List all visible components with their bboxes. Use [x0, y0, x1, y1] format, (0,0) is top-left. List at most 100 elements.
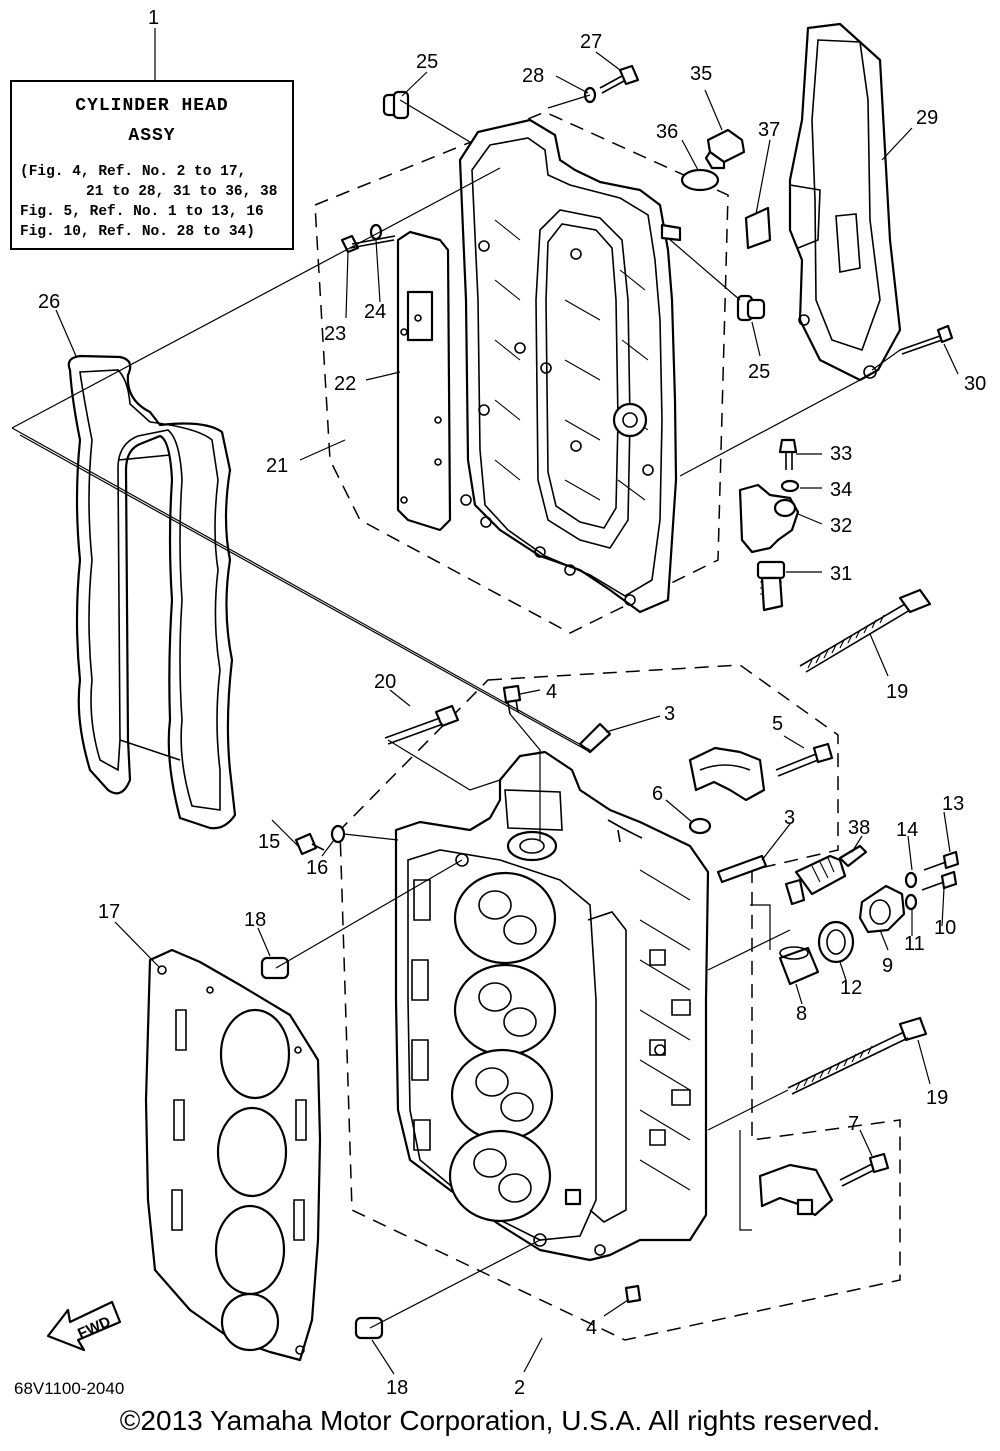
callout-30: 30 — [964, 373, 986, 395]
o-ring-11 — [904, 893, 918, 911]
assembly-ref-line: 21 to 28, 31 to 36, 38 — [86, 184, 278, 200]
bolt-33 — [778, 438, 798, 470]
sensor-38 — [784, 844, 868, 906]
grommet-25-top — [382, 90, 410, 120]
callout-12: 12 — [840, 977, 862, 999]
long-bolt-19-lower — [787, 1016, 928, 1095]
alignment-lines — [11, 94, 901, 1329]
assembly-ref-line: Fig. 5, Ref. No. 1 to 13, 16 — [20, 204, 264, 220]
callout-34: 34 — [830, 479, 852, 501]
thermostat-31 — [756, 560, 786, 612]
callout-35: 35 — [690, 63, 712, 85]
callout-3-right: 3 — [784, 807, 795, 829]
bearing-cap-lower — [758, 1163, 834, 1217]
callout-18-top: 18 — [244, 909, 266, 931]
dowel-18-bottom — [354, 1316, 384, 1340]
cover-plate-22 — [396, 230, 452, 532]
oil-filler-cap-35 — [704, 128, 746, 170]
seal-12 — [817, 920, 855, 964]
callout-22: 22 — [334, 373, 356, 395]
callout-13: 13 — [942, 793, 964, 815]
o-ring-36 — [680, 168, 720, 192]
bolt-23 — [340, 234, 396, 254]
thermostat-cover-32 — [738, 483, 800, 554]
bolt-7 — [839, 1152, 890, 1187]
sensor-housing-9 — [858, 884, 906, 934]
assembly-reference-box: CYLINDER HEAD ASSY (Fig. 4, Ref. No. 2 t… — [10, 80, 294, 250]
fwd-arrow-icon: FWD — [46, 1300, 122, 1352]
bolt-27 — [599, 64, 640, 94]
plug-4-bottom — [624, 1284, 642, 1304]
callout-31: 31 — [830, 563, 852, 585]
callout-16: 16 — [306, 857, 328, 879]
callout-leaders — [55, 28, 959, 1375]
callout-10: 10 — [934, 917, 956, 939]
cylinder-head-cover-21 — [458, 118, 682, 614]
plug-4-top — [502, 684, 522, 715]
callout-23: 23 — [324, 323, 346, 345]
callout-19-upper: 19 — [886, 681, 908, 703]
callout-25-top: 25 — [416, 51, 438, 73]
assembly-title: CYLINDER HEAD — [75, 96, 229, 116]
washer-16 — [330, 824, 346, 844]
bolt-13 — [923, 850, 960, 871]
sensor-8 — [778, 946, 820, 986]
bolt-5 — [775, 742, 834, 777]
callout-7: 7 — [848, 1113, 859, 1135]
callout-17: 17 — [98, 901, 120, 923]
callout-33: 33 — [830, 443, 852, 465]
dowel-6 — [688, 817, 712, 835]
bolt-30 — [899, 324, 954, 355]
cylinder-head-2 — [394, 750, 710, 1262]
callout-3-upper: 3 — [664, 703, 675, 725]
callout-1: 1 — [148, 7, 159, 29]
head-gasket-17 — [144, 948, 322, 1362]
assembly-subtitle: ASSY — [128, 126, 176, 146]
bracket-29 — [788, 22, 902, 382]
bolt-15 — [294, 832, 325, 856]
callout-15: 15 — [258, 831, 280, 853]
callout-19-lower: 19 — [926, 1087, 948, 1109]
cylinder-head-assy-outline — [339, 664, 901, 1341]
cover-gasket-26 — [67, 354, 237, 830]
callout-4-bottom: 4 — [586, 1317, 597, 1339]
bolt-10 — [921, 870, 958, 891]
callout-2: 2 — [514, 1377, 525, 1399]
callout-6: 6 — [652, 783, 663, 805]
callout-11: 11 — [904, 933, 925, 955]
callout-25-right: 25 — [748, 361, 770, 383]
assembly-ref-line: Fig. 10, Ref. No. 28 to 34) — [20, 224, 255, 240]
dowel-3-right — [716, 854, 768, 884]
diagram-code: 68V1100-2040 — [14, 1379, 125, 1398]
callout-24: 24 — [364, 301, 386, 323]
long-bolt-19-upper — [799, 588, 932, 673]
assembly-ref-line: (Fig. 4, Ref. No. 2 to 17, — [20, 164, 247, 180]
callout-32: 32 — [830, 515, 852, 537]
copyright-notice: ©2013 Yamaha Motor Corporation, U.S.A. A… — [119, 1405, 881, 1436]
callout-27: 27 — [580, 31, 602, 53]
callout-5: 5 — [772, 713, 783, 735]
bolt-20 — [384, 704, 460, 745]
callout-14: 14 — [896, 819, 918, 841]
callout-26: 26 — [38, 291, 60, 313]
callout-37: 37 — [758, 119, 780, 141]
o-ring-14 — [904, 871, 918, 889]
cylinder-head-cover-assy-outline — [314, 111, 729, 634]
bearing-cap-upper — [688, 746, 766, 802]
washer-34 — [780, 479, 800, 493]
callout-38: 38 — [848, 817, 870, 839]
callout-21: 21 — [266, 455, 288, 477]
callout-29: 29 — [916, 107, 938, 129]
callout-numbers: 1 25 27 28 35 36 37 29 24 23 25 30 22 21… — [38, 7, 986, 1399]
callout-28: 28 — [522, 65, 544, 87]
callout-8: 8 — [796, 1003, 807, 1025]
callout-4-top: 4 — [546, 681, 557, 703]
dowel-18-top — [260, 956, 290, 980]
dowel-3-upper — [578, 722, 612, 754]
callout-20: 20 — [374, 671, 396, 693]
label-37 — [744, 206, 772, 250]
callout-36: 36 — [656, 121, 678, 143]
callout-18-bottom: 18 — [386, 1377, 408, 1399]
grommet-25-right — [736, 294, 766, 322]
